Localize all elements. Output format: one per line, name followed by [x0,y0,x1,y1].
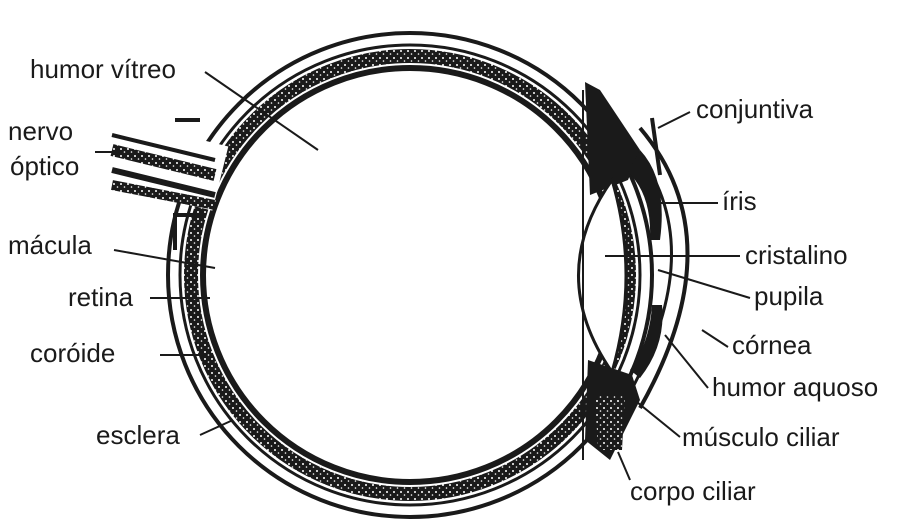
label-nervo: nervo [8,116,73,146]
label-humor-aquoso: humor aquoso [712,372,878,402]
label-retina: retina [68,282,134,312]
label-optico: óptico [10,151,79,181]
labels: humor vítreo nervo óptico mácula retina … [8,54,878,506]
label-pupila: pupila [754,281,824,311]
ciliary-muscle-shape [595,395,625,450]
label-cristalino: cristalino [745,240,848,270]
leader-musculo-ciliar [632,398,680,437]
lens-shape [579,180,627,372]
leader-humor-aquoso [665,335,708,388]
leader-conjuntiva [658,112,690,128]
retina-layer [203,68,617,482]
leader-macula [114,250,215,268]
leader-corpo-ciliar [618,452,630,480]
label-macula: mácula [8,230,92,260]
label-iris: íris [722,186,757,216]
leader-pupila [658,270,750,298]
label-musculo-ciliar: músculo ciliar [682,422,840,452]
label-humor-vitreo: humor vítreo [30,54,176,84]
label-corpo-ciliar: corpo ciliar [630,476,756,506]
label-cornea: córnea [732,330,812,360]
label-esclera: esclera [96,420,180,450]
leader-cornea [702,330,728,347]
label-coroide: coróide [30,338,115,368]
choroid-layer [191,56,629,494]
sclera-inner-edge [180,45,640,505]
label-conjuntiva: conjuntiva [696,94,814,124]
